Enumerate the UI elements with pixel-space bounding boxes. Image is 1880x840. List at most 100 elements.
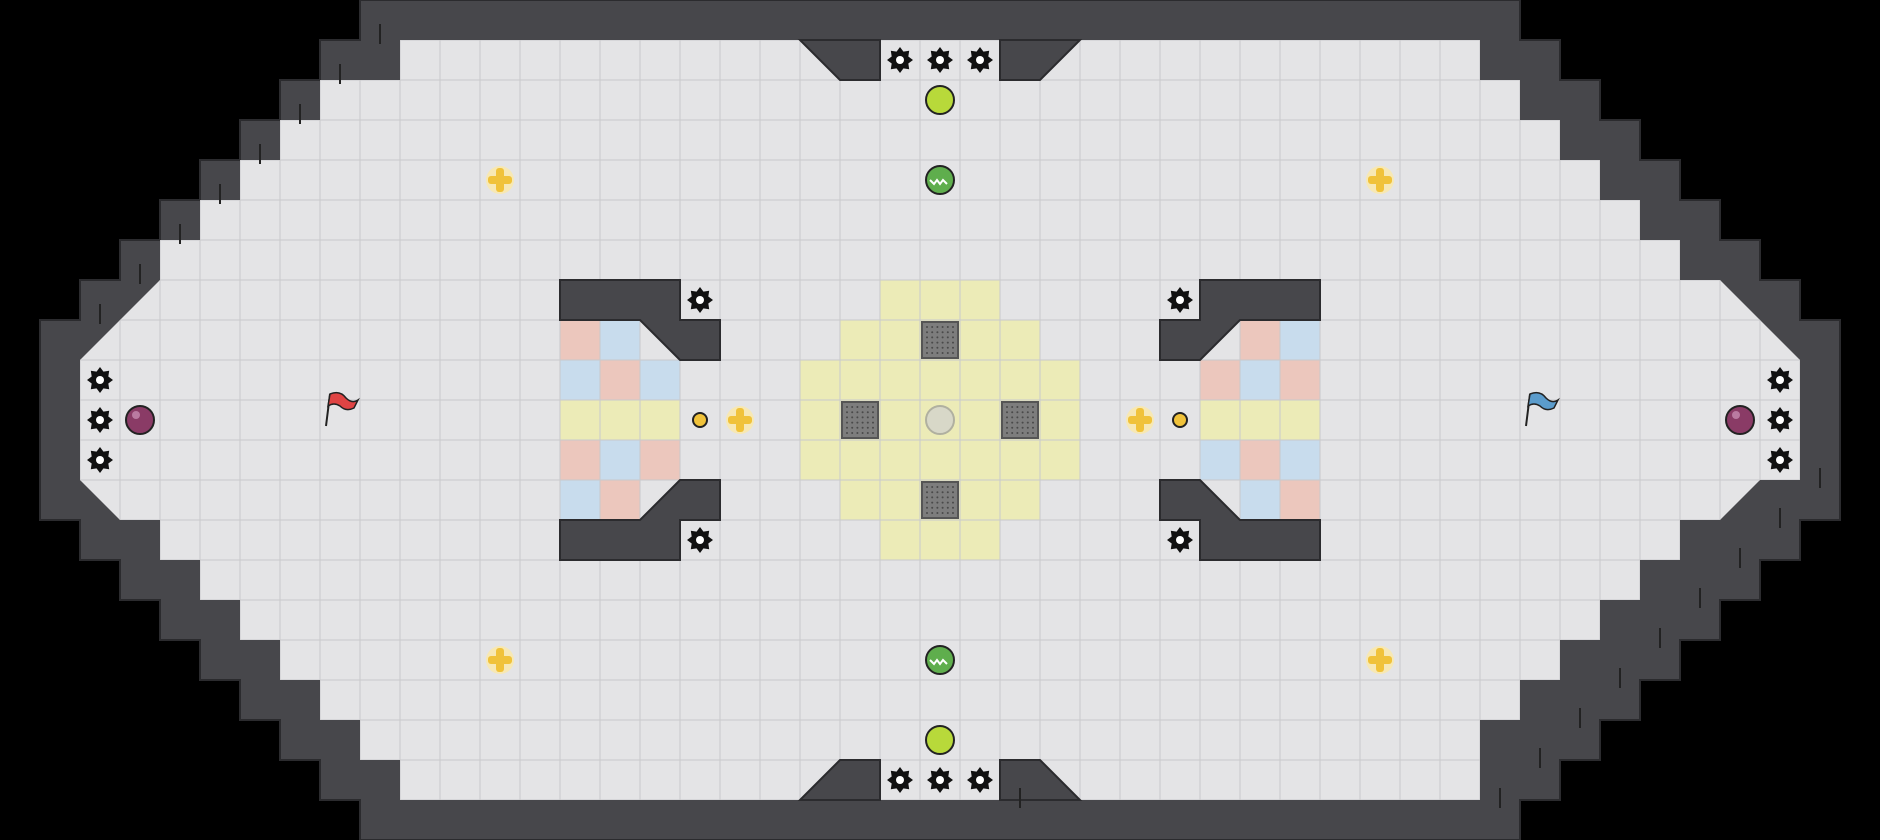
powerup-top-green[interactable]: [925, 165, 955, 195]
team-tile: [559, 399, 601, 441]
team-tile: [1279, 319, 1321, 361]
top-notch-left: [797, 39, 881, 81]
center-zone-tile: [1039, 439, 1081, 481]
blue-flag-icon[interactable]: [1525, 391, 1560, 427]
team-tile: [639, 359, 681, 401]
spike-gear-icon: [1767, 447, 1793, 473]
boost-mid-left[interactable]: [726, 406, 754, 434]
bomb-left[interactable]: [125, 405, 155, 435]
top-notch-right: [999, 39, 1083, 81]
spike-gear-icon: [887, 47, 913, 73]
center-zone-tile: [839, 359, 881, 401]
spike-gear-icon: [887, 767, 913, 793]
gate-top: [921, 321, 959, 359]
team-tile: [1239, 479, 1281, 521]
button-left[interactable]: [692, 412, 708, 428]
center-zone-tile: [959, 359, 1001, 401]
team-tile: [599, 359, 641, 401]
center-zone-tile: [919, 279, 961, 321]
center-zone-tile: [959, 439, 1001, 481]
center-zone-tile: [839, 319, 881, 361]
center-zone-tile: [799, 359, 841, 401]
red-flag-icon[interactable]: [325, 391, 360, 427]
powerup-bottom-green[interactable]: [925, 645, 955, 675]
center-neutral-powerup[interactable]: [925, 405, 955, 435]
left-bunker-top-wall: [559, 279, 721, 361]
center-zone-tile: [1039, 399, 1081, 441]
spike-gear-icon: [87, 407, 113, 433]
left-bunker-bottom-wall: [559, 479, 721, 561]
team-tile: [559, 439, 601, 481]
spike-gear-icon: [687, 527, 713, 553]
team-tile: [1199, 359, 1241, 401]
spike-gear-icon: [927, 767, 953, 793]
team-tile: [1199, 439, 1241, 481]
right-bunker-bottom-wall: [1159, 479, 1321, 561]
team-tile: [1239, 319, 1281, 361]
gate-bottom: [921, 481, 959, 519]
center-zone-tile: [879, 399, 921, 441]
gate-left: [841, 401, 879, 439]
center-zone-tile: [999, 319, 1041, 361]
team-tile: [1239, 399, 1281, 441]
team-tile: [639, 399, 681, 441]
spike-gear-icon: [1167, 287, 1193, 313]
team-tile: [1199, 399, 1241, 441]
team-tile: [1239, 439, 1281, 481]
center-zone-tile: [879, 479, 921, 521]
spike-gear-icon: [87, 367, 113, 393]
center-zone-tile: [999, 439, 1041, 481]
team-tile: [559, 319, 601, 361]
team-tile: [559, 359, 601, 401]
team-tile: [599, 479, 641, 521]
spike-gear-icon: [1767, 367, 1793, 393]
gate-right: [1001, 401, 1039, 439]
powerup-top-lime[interactable]: [925, 85, 955, 115]
center-zone-tile: [999, 359, 1041, 401]
center-zone-tile: [959, 319, 1001, 361]
boost-bottom-left[interactable]: [486, 646, 514, 674]
center-zone-tile: [959, 479, 1001, 521]
team-tile: [599, 319, 641, 361]
bomb-right[interactable]: [1725, 405, 1755, 435]
team-tile: [1279, 359, 1321, 401]
bottom-notch-left: [797, 759, 881, 801]
spike-gear-icon: [927, 47, 953, 73]
center-zone-tile: [919, 519, 961, 561]
boost-bottom-right[interactable]: [1366, 646, 1394, 674]
boost-mid-right[interactable]: [1126, 406, 1154, 434]
team-tile: [1239, 359, 1281, 401]
center-zone-tile: [799, 399, 841, 441]
team-tile: [559, 479, 601, 521]
center-zone-tile: [959, 519, 1001, 561]
team-tile: [599, 399, 641, 441]
spike-gear-icon: [967, 767, 993, 793]
center-zone-tile: [799, 439, 841, 481]
center-zone-tile: [879, 519, 921, 561]
spike-gear-icon: [1767, 407, 1793, 433]
powerup-bottom-lime[interactable]: [925, 725, 955, 755]
spike-gear-icon: [687, 287, 713, 313]
center-zone-tile: [879, 319, 921, 361]
right-bunker-top-wall: [1159, 279, 1321, 361]
center-zone-tile: [999, 479, 1041, 521]
center-zone-tile: [839, 439, 881, 481]
spike-gear-icon: [1167, 527, 1193, 553]
team-tile: [599, 439, 641, 481]
center-zone-tile: [919, 359, 961, 401]
center-zone-tile: [919, 439, 961, 481]
center-zone-tile: [959, 279, 1001, 321]
center-zone-tile: [879, 279, 921, 321]
center-zone-tile: [879, 359, 921, 401]
team-tile: [1279, 399, 1321, 441]
boost-top-right[interactable]: [1366, 166, 1394, 194]
team-tile: [1279, 479, 1321, 521]
button-right[interactable]: [1172, 412, 1188, 428]
center-zone-tile: [839, 479, 881, 521]
boost-top-left[interactable]: [486, 166, 514, 194]
spike-gear-icon: [967, 47, 993, 73]
spike-gear-icon: [87, 447, 113, 473]
team-tile: [639, 439, 681, 481]
